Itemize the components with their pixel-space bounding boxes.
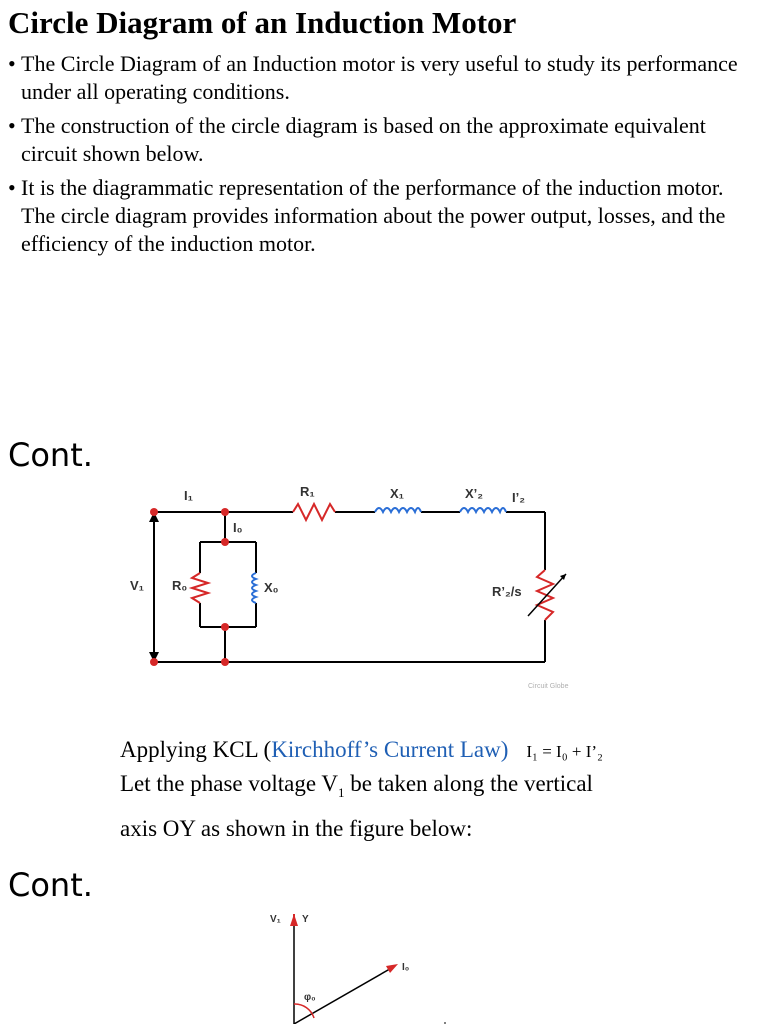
kcl-line: Applying KCL (Kirchhoff’s Current Law)I₁…	[120, 737, 603, 762]
label-r0: R₀	[172, 578, 187, 593]
x2-inductor-icon	[459, 507, 507, 515]
x0-inductor-icon	[251, 572, 259, 604]
label-i1: I₁	[184, 488, 193, 503]
section-heading: Cont.	[8, 866, 93, 904]
equivalent-circuit-diagram: I₁ R₁ X₁ X’₂ I’₂ I₀ V₁ R₀ X₀ R’₂/s Circu…	[130, 484, 569, 690]
kcl-equation: I₁ = I₀ + I’₂	[526, 742, 603, 761]
r0-resistor-icon	[188, 572, 212, 604]
label-x0: X₀	[264, 580, 279, 595]
watermark: Circuit Globe	[528, 683, 569, 690]
i0-arrow-icon	[386, 964, 398, 973]
bullet-item: •The construction of the circle diagram …	[8, 113, 706, 166]
label-r2s: R’₂/s	[492, 584, 522, 599]
label-phi0: φ₀	[304, 992, 316, 1003]
bullet-list: •The Circle Diagram of an Induction moto…	[8, 50, 748, 264]
label-x1: X₁	[390, 486, 404, 501]
phase-voltage-line: Let the phase voltage V1 be taken along …	[120, 771, 593, 800]
label-v1: V₁	[270, 914, 281, 925]
bullet-item: •The Circle Diagram of an Induction moto…	[8, 51, 738, 104]
label-r1: R₁	[300, 484, 315, 499]
bullet-icon: •	[8, 175, 16, 200]
voltage-arrow-icon	[149, 512, 159, 522]
kcl-link[interactable]: Kirchhoff’s Current Law)	[271, 737, 509, 762]
kcl-text: Applying KCL (Kirchhoff’s Current Law)I₁…	[120, 734, 720, 845]
label-x2: X’₂	[465, 486, 483, 501]
axis-line: axis OY as shown in the figure below:	[120, 816, 473, 841]
x1-inductor-icon	[374, 507, 422, 515]
junction-dots	[150, 508, 229, 666]
r1-resistor-icon	[292, 501, 336, 523]
label-y: Y	[302, 914, 309, 925]
label-i0: I₀	[402, 962, 409, 973]
phasor-diagram: V₁ Y I₀ φ₀	[270, 914, 446, 1024]
label-v1: V₁	[130, 578, 144, 593]
bullet-icon: •	[8, 113, 16, 138]
bullet-item: •It is the diagrammatic representation o…	[8, 175, 726, 256]
slide-title: Circle Diagram of an Induction Motor	[8, 5, 517, 40]
bullet-icon: •	[8, 51, 16, 76]
section-heading: Cont.	[8, 436, 93, 474]
label-i2: I’₂	[512, 490, 525, 505]
label-i0: I₀	[233, 520, 243, 535]
variable-resistor-icon	[534, 569, 556, 621]
